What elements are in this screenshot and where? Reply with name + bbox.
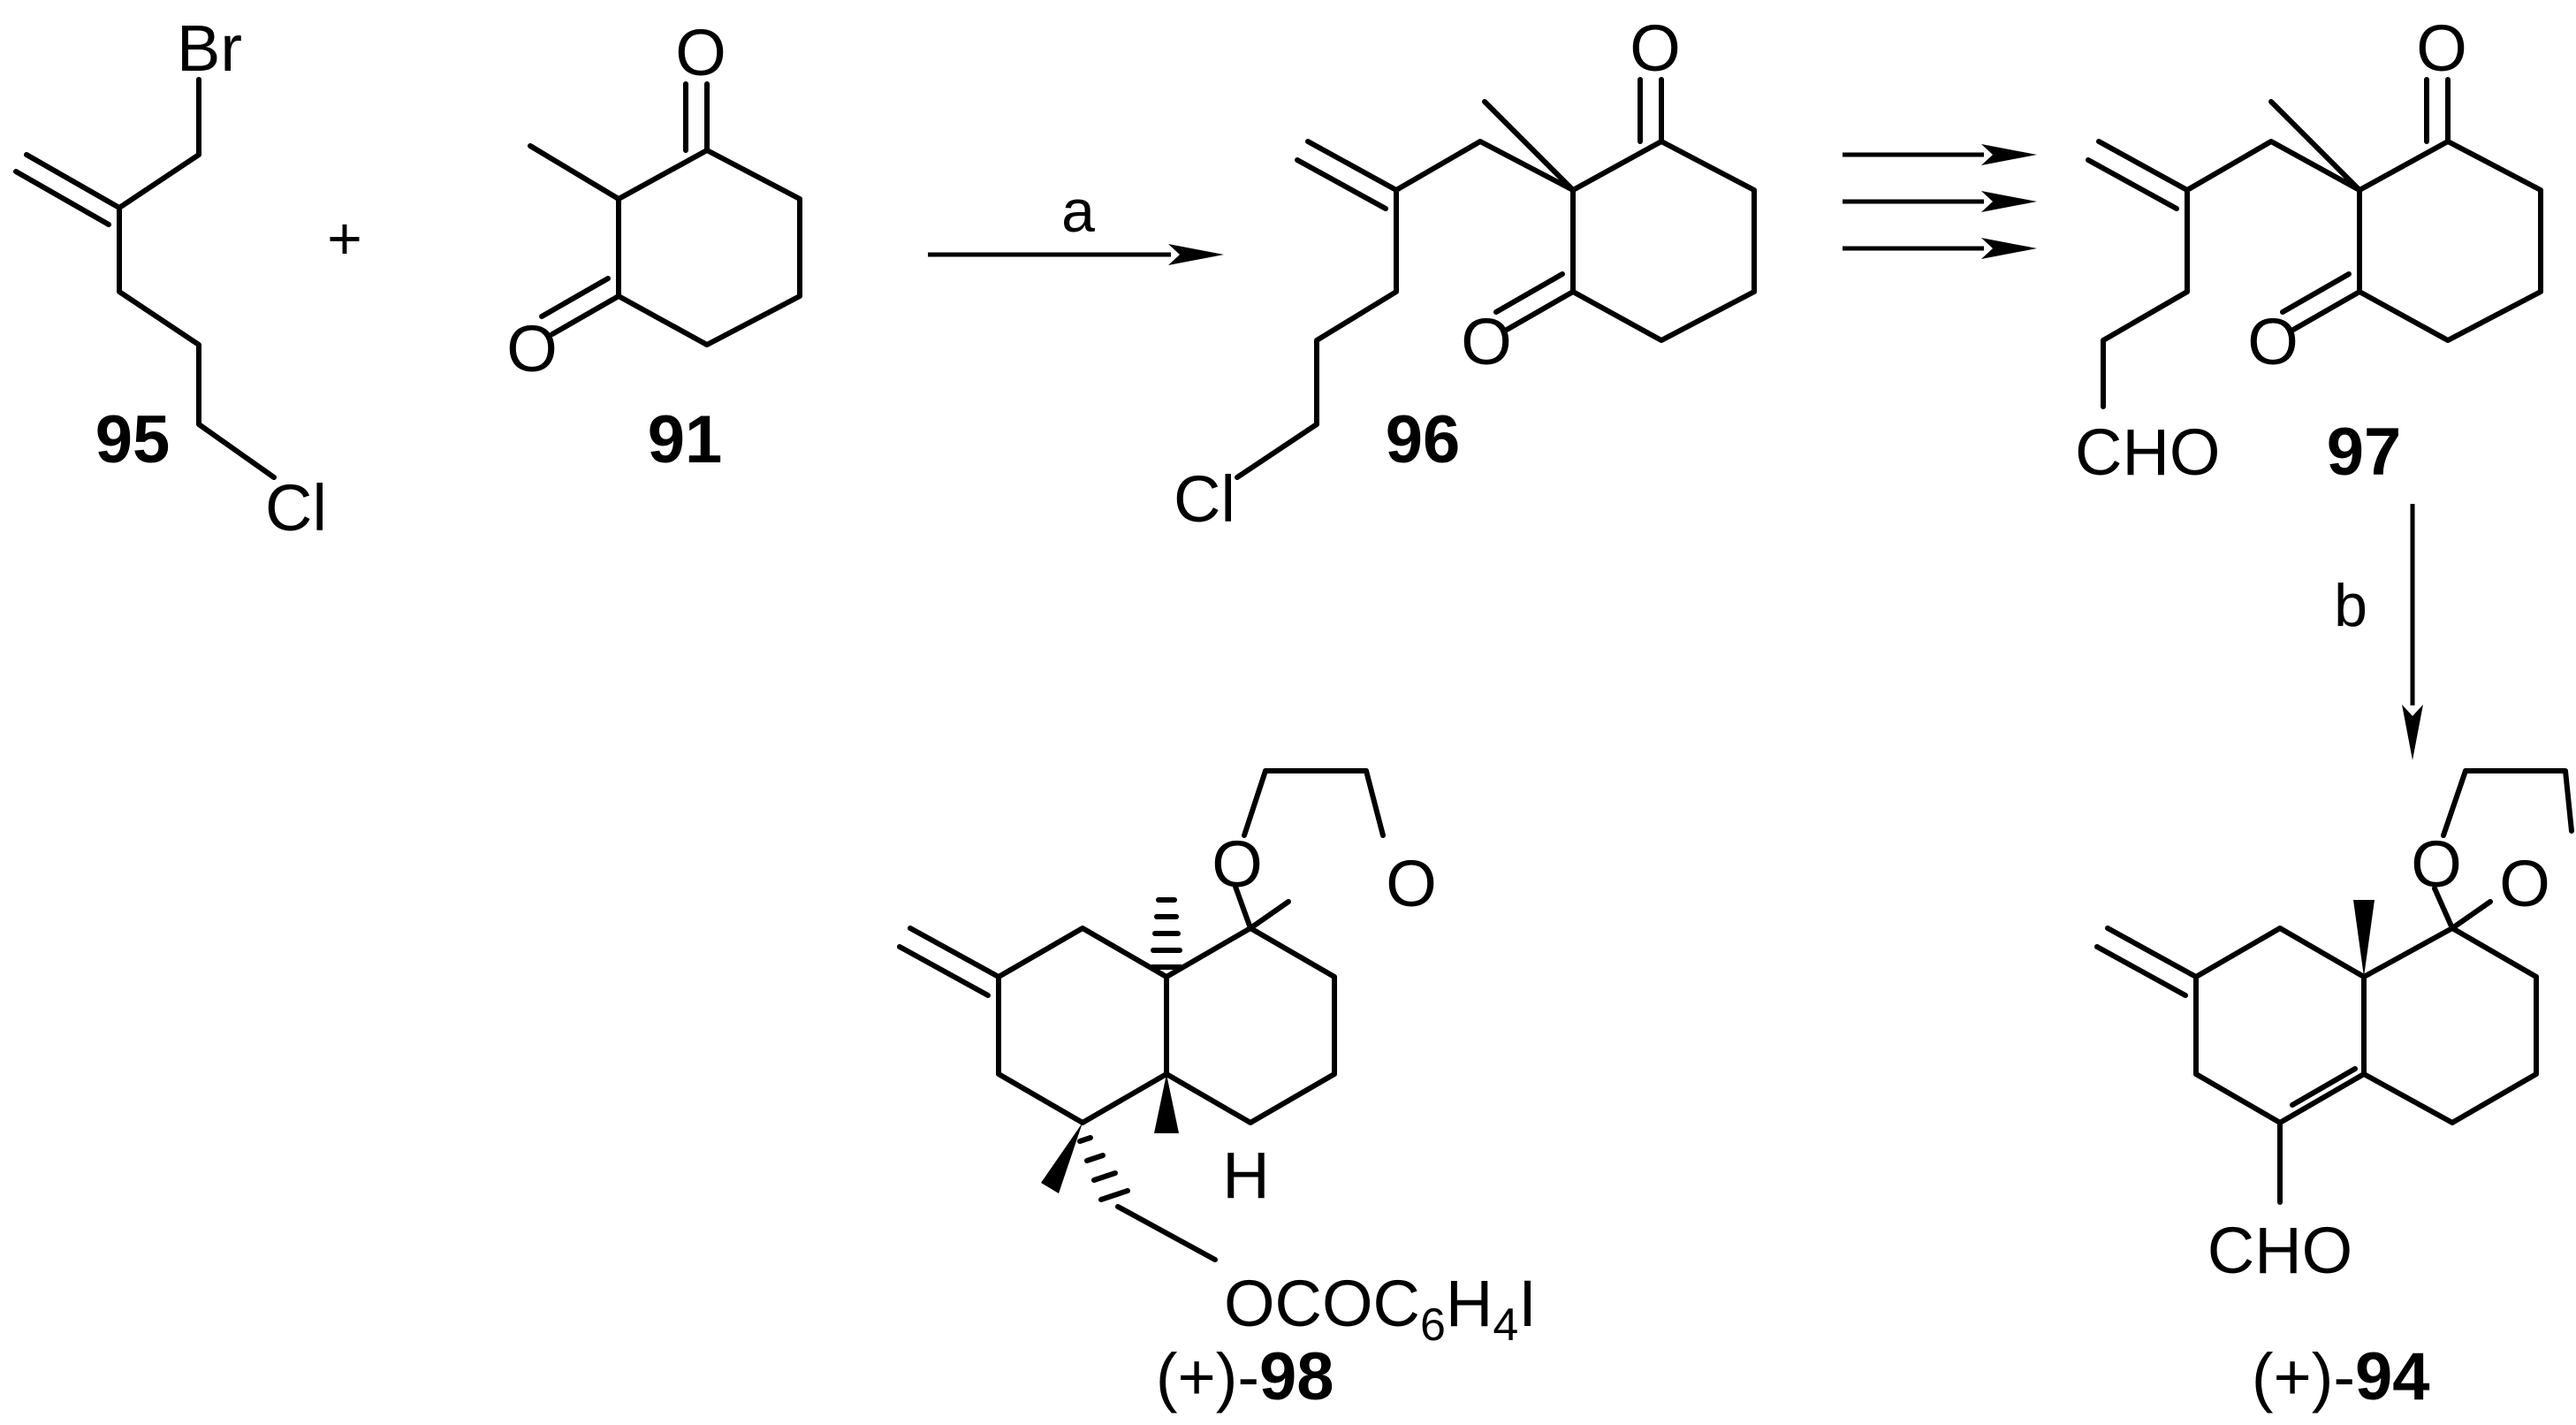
ester-group: OCOC6H4I (1224, 1267, 1537, 1351)
compound-94-bonds (2094, 768, 2574, 1205)
compound-prefix-98: (+)- (1156, 1340, 1259, 1414)
atom-cl: Cl (265, 471, 327, 545)
atom-cl: Cl (1174, 462, 1235, 536)
atom-o-top: O (2416, 11, 2467, 85)
atom-o-top: O (1630, 11, 1681, 85)
atom-br: Br (177, 11, 242, 85)
compound-95: Br Cl 95 (13, 11, 327, 545)
compound-97-bonds (2086, 77, 2543, 409)
atom-h: H (1222, 1139, 1269, 1212)
compound-94: O O CHO (+)- 94 (2094, 768, 2574, 1414)
compound-97: O O CHO 97 (2075, 11, 2543, 490)
wedge-methyl-98 (1041, 1123, 1083, 1193)
compound-98-bonds (897, 768, 1386, 1125)
reaction-arrow-b: b (2334, 504, 2423, 760)
hashed-wedge-methyl-98-top (1150, 897, 1183, 970)
reaction-arrow-a: a (928, 178, 1224, 265)
compound-96-bonds (1235, 77, 1757, 480)
atom-cho: CHO (2075, 415, 2220, 489)
compound-91-bonds (528, 81, 802, 347)
wedge-h-98 (1154, 1074, 1179, 1133)
atom-o-right: O (1386, 847, 1437, 920)
atom-o-right: O (2499, 847, 2550, 920)
compound-label-97: 97 (2327, 415, 2402, 490)
atom-o-top: O (675, 16, 726, 89)
compound-95-bonds (13, 77, 277, 480)
compound-label-96: 96 (1386, 402, 1461, 477)
atom-o-left: O (2411, 827, 2462, 901)
atom-o-bottom: O (1461, 305, 1512, 378)
atom-o-left: O (1212, 827, 1263, 901)
compound-label-98: 98 (1259, 1339, 1334, 1414)
atom-o-bottom: O (2247, 305, 2299, 378)
wedge-methyl-94 (2353, 900, 2375, 977)
compound-96: O O Cl 96 (1174, 11, 1757, 536)
condition-b: b (2334, 572, 2367, 639)
atom-cho: CHO (2207, 1214, 2352, 1287)
compound-98: O O H OCOC6H4I (+)- 98 (897, 768, 1537, 1414)
compound-label-91: 91 (648, 402, 723, 477)
compound-label-94: 94 (2355, 1339, 2430, 1414)
atom-o-bottom: O (506, 312, 558, 385)
compound-91: O O 91 (506, 16, 802, 477)
compound-prefix-94: (+)- (2252, 1340, 2355, 1414)
multistep-arrows (1843, 144, 2037, 259)
hashed-wedge-ch2-98 (1077, 1135, 1130, 1202)
condition-a: a (1061, 178, 1095, 245)
compound-label-95: 95 (95, 402, 171, 477)
plus-sign: + (327, 205, 362, 272)
